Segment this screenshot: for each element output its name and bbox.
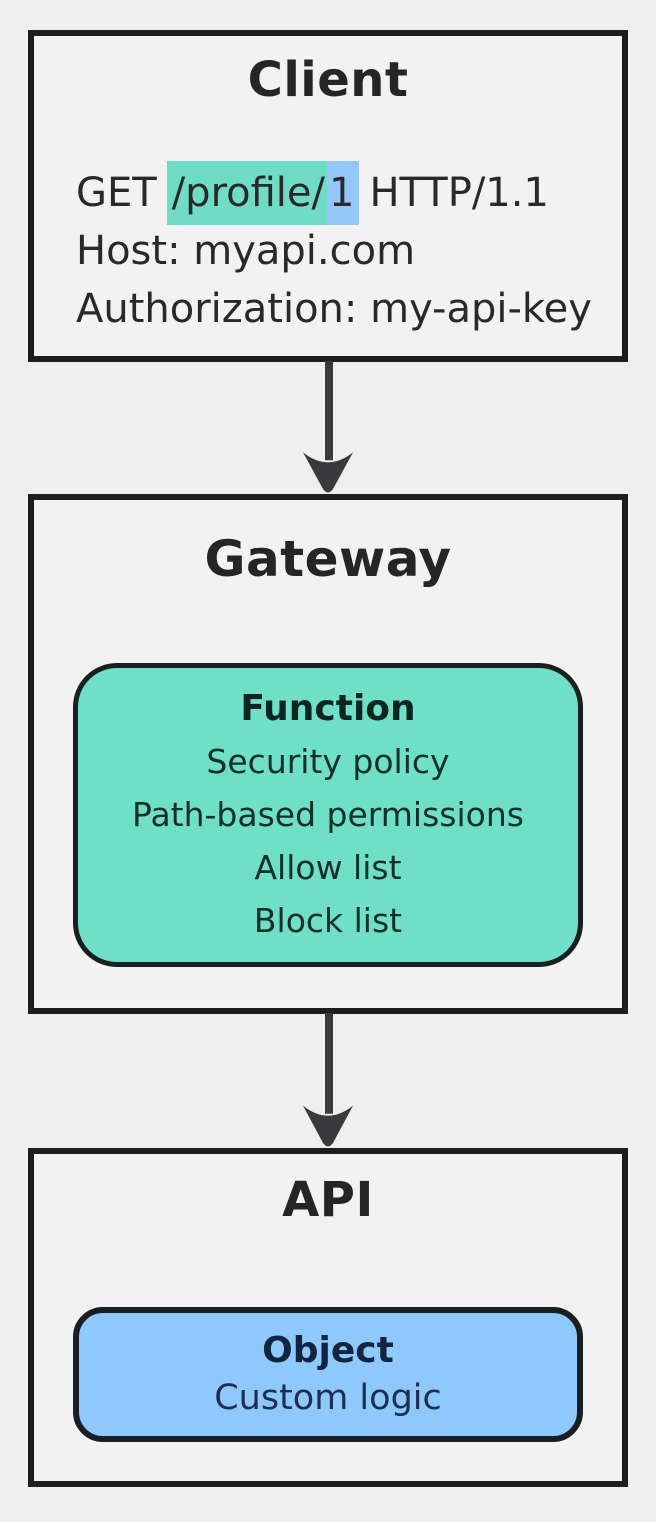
object-card-title: Object — [262, 1329, 394, 1371]
client-node-title: Client — [247, 52, 409, 108]
function-card-item: Block list — [253, 901, 403, 940]
http-method: GET — [76, 170, 157, 216]
api-node-title: API — [282, 1172, 374, 1228]
arrow-down-gateway-to-api-icon — [303, 1013, 353, 1147]
gateway-node-title: Gateway — [204, 530, 452, 588]
function-card-item: Security policy — [206, 742, 450, 781]
http-protocol: HTTP/1.1 — [369, 170, 549, 216]
function-card-title: Function — [240, 688, 416, 729]
api-node: API Object Custom logic — [28, 1148, 628, 1487]
authorization-header-line: Authorization: my-api-key — [76, 286, 592, 332]
gateway-node: Gateway Function Security policy Path-ba… — [28, 494, 628, 1014]
object-card-item: Custom logic — [214, 1377, 442, 1418]
object-card: Object Custom logic — [73, 1307, 583, 1442]
function-card-item: Path-based permissions — [132, 795, 524, 834]
resource-id-highlight: 1 — [327, 161, 360, 225]
arrow-down-client-to-gateway-icon — [303, 361, 353, 493]
function-card: Function Security policy Path-based perm… — [73, 663, 583, 967]
host-header-line: Host: myapi.com — [76, 228, 416, 274]
path-highlight: /profile/ — [166, 161, 328, 225]
function-card-item: Allow list — [254, 848, 402, 887]
